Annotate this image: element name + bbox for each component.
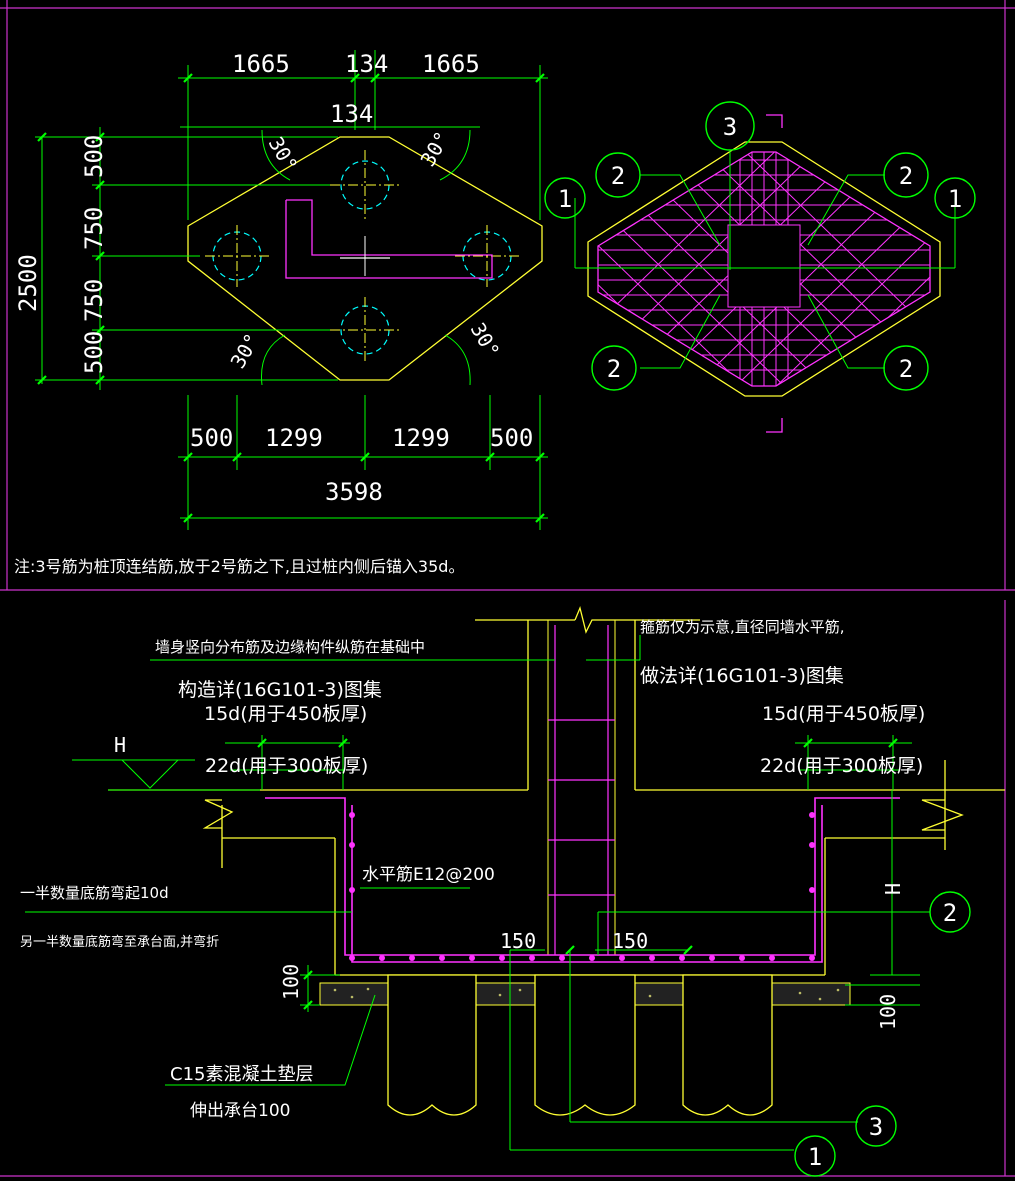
wall-rebars	[548, 625, 615, 955]
cap-section-view: 2 3 1 墙身竖向分布筋及边缘构件纵筋在基础中 箍筋仅为示意,直径同墙水平筋,…	[20, 605, 1005, 1177]
section-callout-1: 1	[808, 1143, 822, 1171]
note-right-2: 做法详(16G101-3)图集	[640, 665, 844, 687]
bottom-bend-note-2: 另一半数量底筋弯至承台面,并弯折	[20, 934, 219, 950]
pile-centerlines	[205, 150, 520, 362]
callout-1-left: 1	[558, 185, 572, 213]
cushion-extend-label: 伸出承台100	[190, 1101, 290, 1121]
rebar-dots	[349, 812, 815, 961]
plan-dimension-lines	[35, 50, 548, 530]
cushion-thickness-right: 100	[876, 994, 900, 1030]
cap-plan-view: 1665 134 1665 134 3598 500 1299 1299 500…	[14, 50, 548, 530]
dim-top-3: 1665	[422, 50, 480, 78]
dim-bottom-4: 500	[490, 424, 533, 452]
section-notes: 墙身竖向分布筋及边缘构件纵筋在基础中 箍筋仅为示意,直径同墙水平筋, 构造详(1…	[20, 618, 925, 1121]
dim-left-4: 500	[80, 331, 108, 374]
section-callout-circles	[794, 891, 971, 1177]
section-callout-2: 2	[943, 899, 957, 927]
anchor-450-left: 15d(用于450板厚)	[204, 703, 367, 725]
cap-outline	[187, 136, 543, 381]
note-right-1: 箍筋仅为示意,直径同墙水平筋,	[640, 618, 845, 636]
offset-label-left: 150	[500, 929, 536, 953]
concrete-outline	[108, 605, 1005, 976]
cushion-thickness-left: 100	[279, 964, 303, 1000]
dim-left-1: 500	[80, 135, 108, 178]
callout-3-top: 3	[723, 113, 737, 141]
dim-top-1: 1665	[232, 50, 290, 78]
callout-2-bottom-right: 2	[899, 355, 913, 383]
callout-2-top-left: 2	[611, 162, 625, 190]
section-level-marks: H H 100 100	[114, 733, 905, 1030]
note-left-2: 构造详(16G101-3)图集	[178, 679, 382, 701]
anchor-300-right: 22d(用于300板厚)	[760, 755, 923, 777]
angle-label-2: 30°	[416, 127, 455, 170]
wall-stub	[547, 620, 616, 955]
section-leaders	[25, 635, 930, 1151]
dim-bottom-2: 1299	[265, 424, 323, 452]
section-ticks	[257, 738, 898, 1010]
level-mark-right: H	[881, 883, 905, 895]
section-piles	[387, 974, 773, 1116]
rebar-leaders	[574, 150, 956, 369]
bottom-bend-note-1: 一半数量底筋弯起10d	[20, 884, 169, 902]
rebar-plan-view: 1 2 3 2 1 2 2	[544, 101, 976, 433]
rebar-callout-circles	[544, 101, 976, 391]
angle-label-3: 30°	[226, 329, 265, 372]
angle-label-1: 30°	[264, 133, 303, 176]
anchor-450-right: 15d(用于450板厚)	[762, 703, 925, 725]
note-left-1: 墙身竖向分布筋及边缘构件纵筋在基础中	[155, 638, 425, 656]
anchor-300-left: 22d(用于300板厚)	[205, 755, 368, 777]
offset-label-right: 150	[612, 929, 648, 953]
dim-bottom-1: 500	[190, 424, 233, 452]
dim-left-2: 750	[80, 207, 108, 250]
level-mark-left: H	[114, 733, 126, 757]
plan-left-dimension-texts: 2500 500 750 750 500	[14, 135, 108, 374]
plan-note: 注:3号筋为桩顶连结筋,放于2号筋之下,且过桩内侧后锚入35d。	[14, 557, 464, 576]
angle-label-4: 30°	[466, 319, 505, 362]
horizontal-bar-label: 水平筋E12@200	[362, 865, 495, 885]
dim-left-total: 2500	[14, 254, 42, 312]
dim-top-2: 134	[345, 50, 388, 78]
dim-top-inner: 134	[330, 100, 373, 128]
callout-1-right: 1	[948, 185, 962, 213]
plan-dimension-texts: 1665 134 1665 134 3598 500 1299 1299 500	[190, 50, 533, 506]
rebar-callout-numbers: 1 2 3 2 1 2 2	[558, 113, 962, 383]
dim-left-3: 750	[80, 279, 108, 322]
cap-rebar	[265, 797, 900, 963]
wall-outline	[285, 199, 493, 279]
cushion-label: C15素混凝土垫层	[170, 1064, 313, 1085]
section-callout-numbers: 2 3 1	[808, 899, 957, 1171]
callout-2-top-right: 2	[899, 162, 913, 190]
section-callout-3: 3	[869, 1113, 883, 1141]
dim-ticks	[37, 73, 545, 523]
dim-bottom-3: 1299	[392, 424, 450, 452]
dim-bottom-total: 3598	[325, 478, 383, 506]
callout-2-bottom-left: 2	[607, 355, 621, 383]
